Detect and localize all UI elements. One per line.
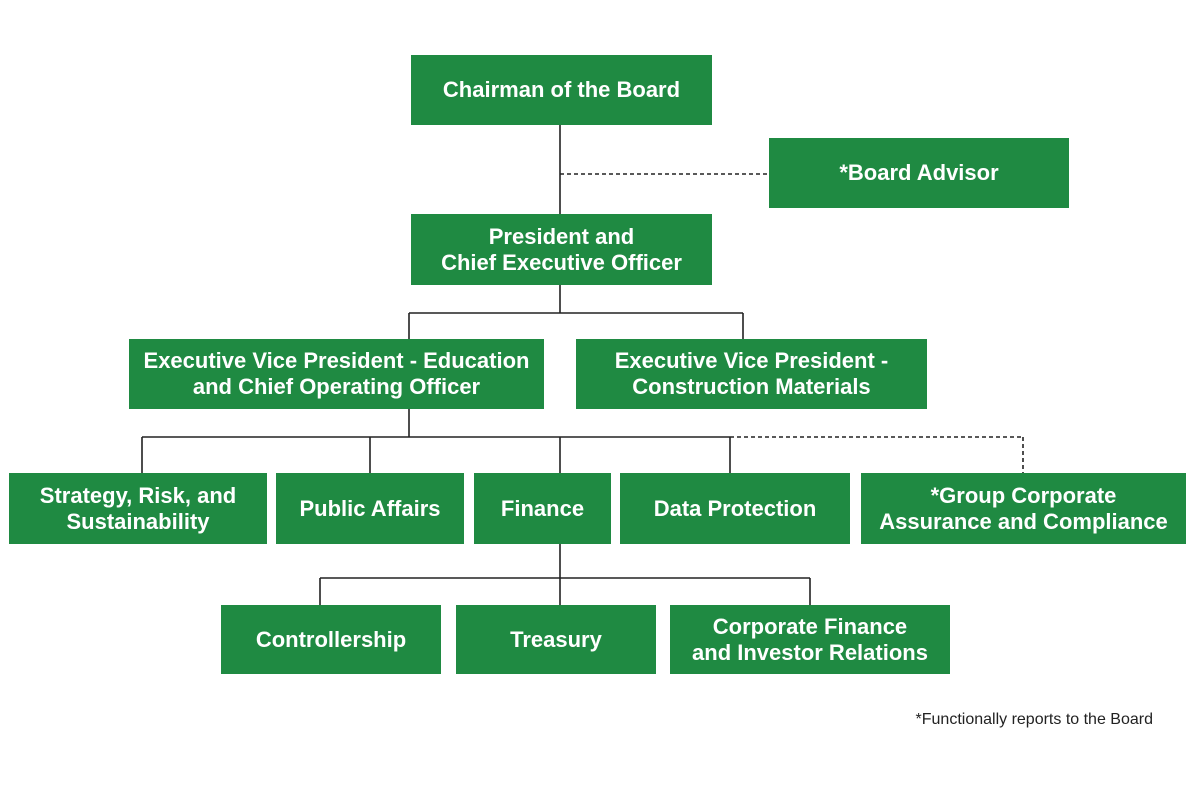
node-board-advisor: *Board Advisor bbox=[769, 138, 1069, 208]
node-corporate-finance: Corporate Finance and Investor Relations bbox=[670, 605, 950, 674]
node-data-protection: Data Protection bbox=[620, 473, 850, 544]
node-evp-education: Executive Vice President - Education and… bbox=[129, 339, 544, 409]
node-treasury: Treasury bbox=[456, 605, 656, 674]
node-chairman: Chairman of the Board bbox=[411, 55, 712, 125]
node-president: President and Chief Executive Officer bbox=[411, 214, 712, 285]
node-public-affairs: Public Affairs bbox=[276, 473, 464, 544]
node-group-assurance: *Group Corporate Assurance and Complianc… bbox=[861, 473, 1186, 544]
footnote: *Functionally reports to the Board bbox=[915, 711, 1153, 728]
node-finance: Finance bbox=[474, 473, 611, 544]
node-controllership: Controllership bbox=[221, 605, 441, 674]
node-strategy: Strategy, Risk, and Sustainability bbox=[9, 473, 267, 544]
node-evp-construction: Executive Vice President - Construction … bbox=[576, 339, 927, 409]
